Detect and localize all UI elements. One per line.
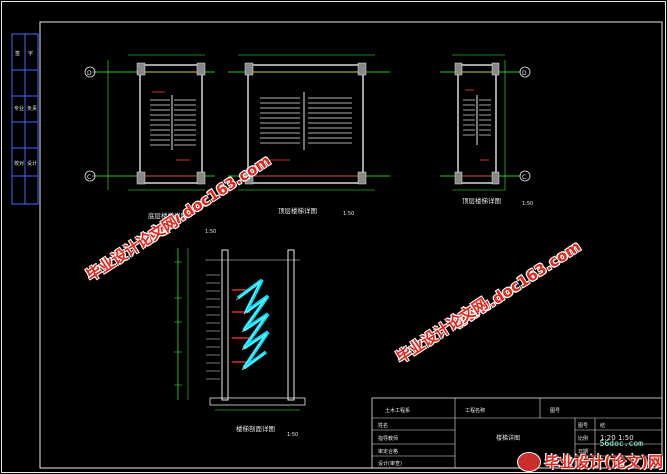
title-block-drawing-no-label: 图号 — [550, 408, 560, 414]
title-block-project-label: 工程名称 — [465, 407, 485, 414]
side-strip-text-2: 专业 — [14, 105, 24, 112]
side-strip: 签 字 专业 负责 校对 设计 — [11, 33, 39, 205]
title-block-scale-label: 比例 — [578, 435, 588, 442]
plan-view-1: D C 底层楼梯详图 1:50 — [84, 54, 216, 235]
section-scale: 1:50 — [287, 432, 298, 438]
side-strip-text-5: 设计 — [27, 160, 37, 167]
side-strip-text-4: 校对 — [14, 160, 24, 167]
logo-icon — [517, 451, 542, 472]
plan1-title: 底层楼梯详图 — [148, 211, 187, 220]
title-block-review-label: 审定合格 — [378, 448, 398, 455]
title-block-scale-value: 1:20 1:50 — [600, 434, 634, 442]
title-block-drawing-no-label-2: 图号 — [578, 423, 588, 429]
side-strip-text-0: 签 — [15, 50, 20, 57]
plan3-scale: 1:50 — [522, 201, 533, 207]
plan2-scale: 1:50 — [343, 211, 354, 217]
title-block-drawing-no: 结 — [600, 422, 605, 429]
plan2-title: 顶层楼梯详图 — [278, 206, 317, 215]
axis-label-top-1: D — [87, 70, 92, 77]
title-block-date-label: 日期 — [578, 449, 588, 455]
title-block-name-label: 姓名 — [378, 422, 388, 429]
title-block-sheet-name: 楼梯详图 — [496, 434, 520, 442]
plan-view-3: D C 顶层楼梯详图 1:50 — [440, 54, 533, 207]
section-title: 楼梯剖面详图 — [236, 424, 275, 433]
axis-label-top-3: D — [522, 70, 527, 77]
title-block: 土木工程系 工程名称 姓名 指导教师 审定合格 设计(审查) 楼梯详图 图号 图… — [371, 397, 663, 469]
title-block-school: 土木工程系 — [385, 407, 410, 414]
axis-label-bottom-3: C — [522, 174, 526, 181]
site-logo-text: 毕业设计(论文)网 — [544, 453, 663, 471]
title-block-advisor-label: 指导教师 — [378, 435, 398, 442]
axis-label-bottom-1: C — [87, 174, 91, 181]
inner-frame — [39, 21, 663, 469]
side-strip-text-3: 负责 — [27, 105, 37, 112]
plan-view-2: 顶层楼梯详图 1:50 — [228, 54, 390, 217]
site-logo-url: 56doc.com — [599, 439, 643, 448]
site-logo: 56doc.com 毕业设计(论文)网 — [517, 439, 663, 472]
side-strip-text-1: 字 — [28, 50, 33, 57]
plan3-title: 顶层楼梯详图 — [462, 196, 501, 205]
title-block-grade-label: 设计(审查) — [378, 460, 402, 467]
section-view: 楼梯剖面详图 1:50 — [174, 248, 306, 438]
plan1-scale: 1:50 — [205, 229, 216, 235]
